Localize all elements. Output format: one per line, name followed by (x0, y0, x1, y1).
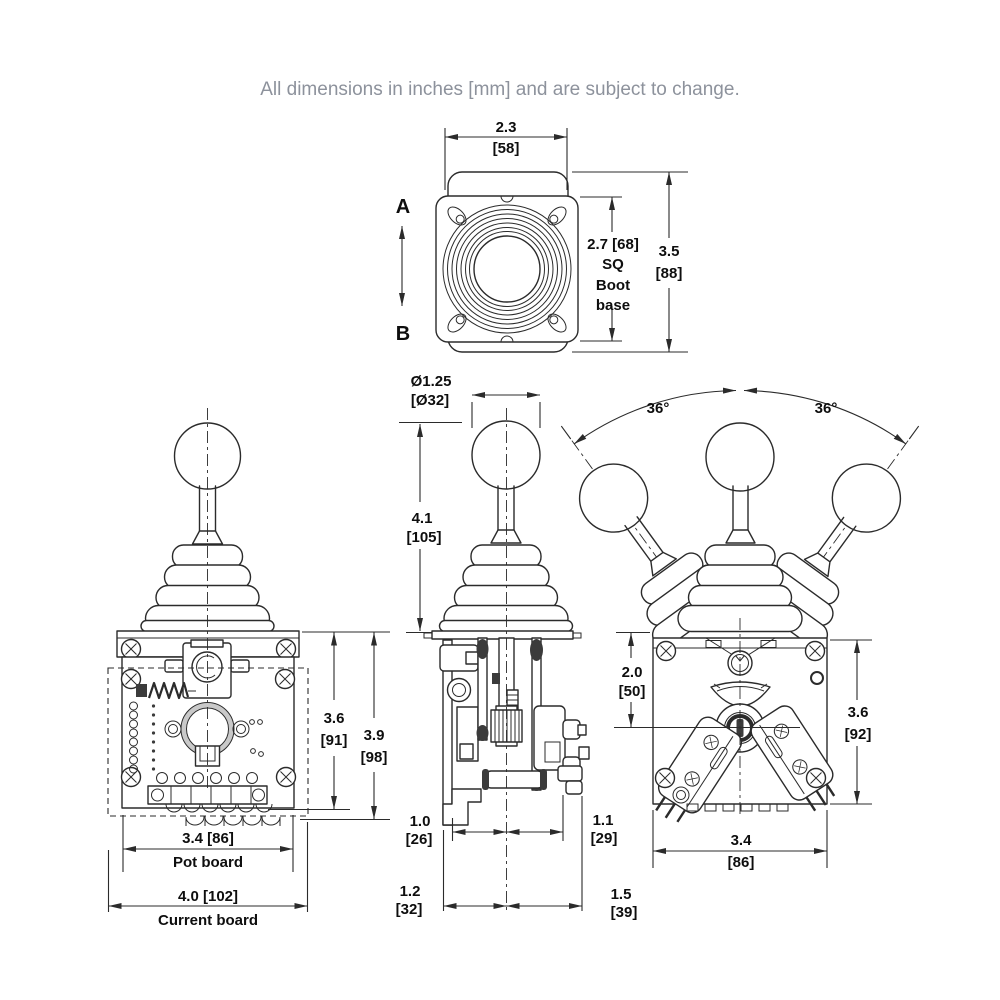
svg-text:[86]: [86] (728, 854, 755, 871)
boot-rings (442, 204, 572, 334)
svg-text:[98]: [98] (361, 749, 388, 766)
svg-text:2.3: 2.3 (496, 119, 517, 136)
current-board-outline (107, 667, 309, 817)
gimbal-mechanism (164, 639, 250, 699)
svg-text:3.4 [86]: 3.4 [86] (182, 830, 234, 847)
plate-screw (275, 638, 297, 660)
stick-shaft (497, 485, 515, 531)
svg-text:SQ: SQ (602, 256, 624, 273)
dim-throw-angle: 36° 36° (573, 387, 907, 445)
stick-shaft (198, 485, 217, 532)
svg-text:3.5: 3.5 (659, 243, 680, 260)
dim-housing-width: 3.4 [86] (652, 810, 828, 871)
svg-text:[39]: [39] (611, 904, 638, 921)
svg-text:3.4: 3.4 (731, 832, 753, 849)
dim-top-width: 2.3 [58] (444, 119, 568, 190)
drawing-note: All dimensions in inches [mm] and are su… (260, 79, 739, 100)
svg-text:4.0 [102]: 4.0 [102] (178, 888, 238, 905)
svg-text:Boot: Boot (596, 277, 630, 294)
ball-knob (471, 420, 541, 490)
plate-screw (120, 638, 142, 660)
angle-right-label: 36° (815, 400, 838, 417)
mounting-slots (447, 206, 567, 333)
rubber-boot (438, 544, 574, 633)
dim-stick-height: 4.1 [105] (399, 421, 462, 634)
side-view: Ø1.25 [Ø32] 4.1 [105] 1.0 [26] 1.1 [29] … (396, 373, 638, 921)
direction-labels: A B (396, 196, 410, 345)
dim-overall-height: 3.9 [98] (300, 632, 390, 821)
svg-text:[50]: [50] (619, 683, 646, 700)
svg-text:Pot board: Pot board (173, 854, 243, 871)
svg-text:[32]: [32] (396, 901, 423, 918)
svg-text:2.0: 2.0 (622, 664, 643, 681)
svg-text:Current board: Current board (158, 912, 258, 929)
svg-text:3.6: 3.6 (848, 704, 869, 721)
dim-pot-board-width: 3.4 [86] Pot board (122, 815, 294, 872)
svg-text:1.0: 1.0 (410, 813, 431, 830)
dim-current-board-width: 4.0 [102] Current board (107, 822, 309, 929)
housing-screw (804, 640, 826, 662)
svg-text:3.6: 3.6 (324, 710, 345, 727)
solder-pads-left (129, 701, 156, 774)
top-view: 2.3 [58] A B 2.7 [68] SQ Boot base 3.5 (396, 119, 688, 353)
svg-text:1.1: 1.1 (593, 812, 614, 829)
svg-text:[58]: [58] (493, 140, 520, 157)
housing-screw (805, 767, 827, 789)
housing-screw (654, 767, 676, 789)
microswitch-left (655, 716, 743, 823)
label-a: A (396, 196, 410, 218)
dim-pivot-depth: 2.0 [50] (616, 631, 650, 727)
svg-text:2.7 [68]: 2.7 [68] (587, 236, 639, 253)
svg-text:[26]: [26] (406, 831, 433, 848)
board-screw (275, 766, 297, 788)
svg-text:1.2: 1.2 (400, 883, 421, 900)
dim-boot-base: 2.7 [68] SQ Boot base (580, 196, 639, 342)
housing-screw (655, 640, 677, 662)
bottom-tabs (686, 803, 789, 812)
dim-top-height: 3.5 [88] (572, 171, 688, 353)
dim-depths: 1.0 [26] 1.1 [29] 1.2 [32] 1.5 [39] (396, 795, 638, 921)
svg-text:[91]: [91] (321, 732, 348, 749)
dim-pot-height: 3.6 [91] (268, 631, 390, 811)
svg-text:Ø1.25: Ø1.25 (411, 373, 452, 390)
svg-text:[29]: [29] (591, 830, 618, 847)
label-b: B (396, 323, 410, 345)
svg-text:[105]: [105] (406, 529, 441, 546)
svg-text:4.1: 4.1 (412, 510, 433, 527)
dim-ball-diameter: Ø1.25 [Ø32] (411, 373, 541, 428)
svg-text:[92]: [92] (845, 726, 872, 743)
rear-view: 36° 36° (519, 387, 961, 871)
stick-center (677, 422, 803, 633)
svg-text:1.5: 1.5 (611, 886, 632, 903)
current-board-contacts (185, 816, 281, 826)
svg-text:[88]: [88] (656, 265, 683, 282)
angle-left-label: 36° (647, 400, 670, 417)
spring (136, 681, 196, 700)
svg-text:base: base (596, 297, 630, 314)
svg-text:[Ø32]: [Ø32] (411, 392, 449, 409)
center-hole (473, 235, 541, 303)
board-screw (274, 668, 296, 690)
lens-cutout (710, 681, 771, 707)
under-panel-mechanism (439, 637, 590, 826)
terminal-strip (147, 772, 273, 813)
svg-text:3.9: 3.9 (364, 727, 385, 744)
dim-housing-height: 3.6 [92] (830, 639, 872, 805)
pilot-hole (810, 671, 824, 685)
front-view: 3.6 [91] 3.9 [98] 3.4 [86] Pot board 4.0… (107, 408, 390, 929)
